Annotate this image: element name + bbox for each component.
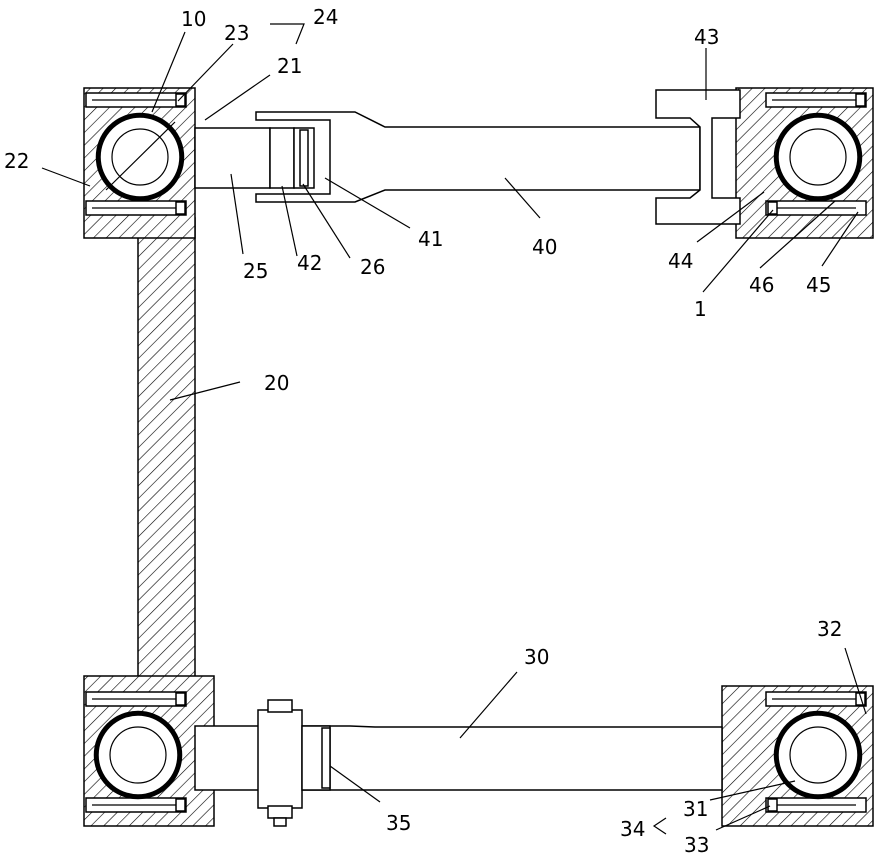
bearing-housing-bottom-right bbox=[722, 686, 873, 826]
label-26: 26 bbox=[360, 255, 385, 279]
label-10: 10 bbox=[181, 7, 206, 31]
label-20: 20 bbox=[264, 371, 289, 395]
label-34: 34 bbox=[620, 817, 645, 841]
label-45: 45 bbox=[806, 273, 831, 297]
bearing-housing-top-left bbox=[84, 88, 195, 238]
label-46: 46 bbox=[749, 273, 774, 297]
label-33: 33 bbox=[684, 833, 709, 857]
label-24: 24 bbox=[313, 5, 338, 29]
label-43: 43 bbox=[694, 25, 719, 49]
label-44: 44 bbox=[668, 249, 693, 273]
label-1: 1 bbox=[694, 297, 707, 321]
bearing-housing-top-right bbox=[736, 88, 873, 238]
label-23: 23 bbox=[224, 21, 249, 45]
top-link-40 bbox=[195, 90, 740, 224]
bottom-link-30 bbox=[195, 700, 722, 826]
label-42: 42 bbox=[297, 251, 322, 275]
label-31: 31 bbox=[683, 797, 708, 821]
label-30: 30 bbox=[524, 645, 549, 669]
label-35: 35 bbox=[386, 811, 411, 835]
frame-bar-20 bbox=[138, 218, 195, 680]
label-32: 32 bbox=[817, 617, 842, 641]
label-41: 41 bbox=[418, 227, 443, 251]
label-21: 21 bbox=[277, 54, 302, 78]
label-40: 40 bbox=[532, 235, 557, 259]
label-25: 25 bbox=[243, 259, 268, 283]
label-22: 22 bbox=[4, 149, 29, 173]
